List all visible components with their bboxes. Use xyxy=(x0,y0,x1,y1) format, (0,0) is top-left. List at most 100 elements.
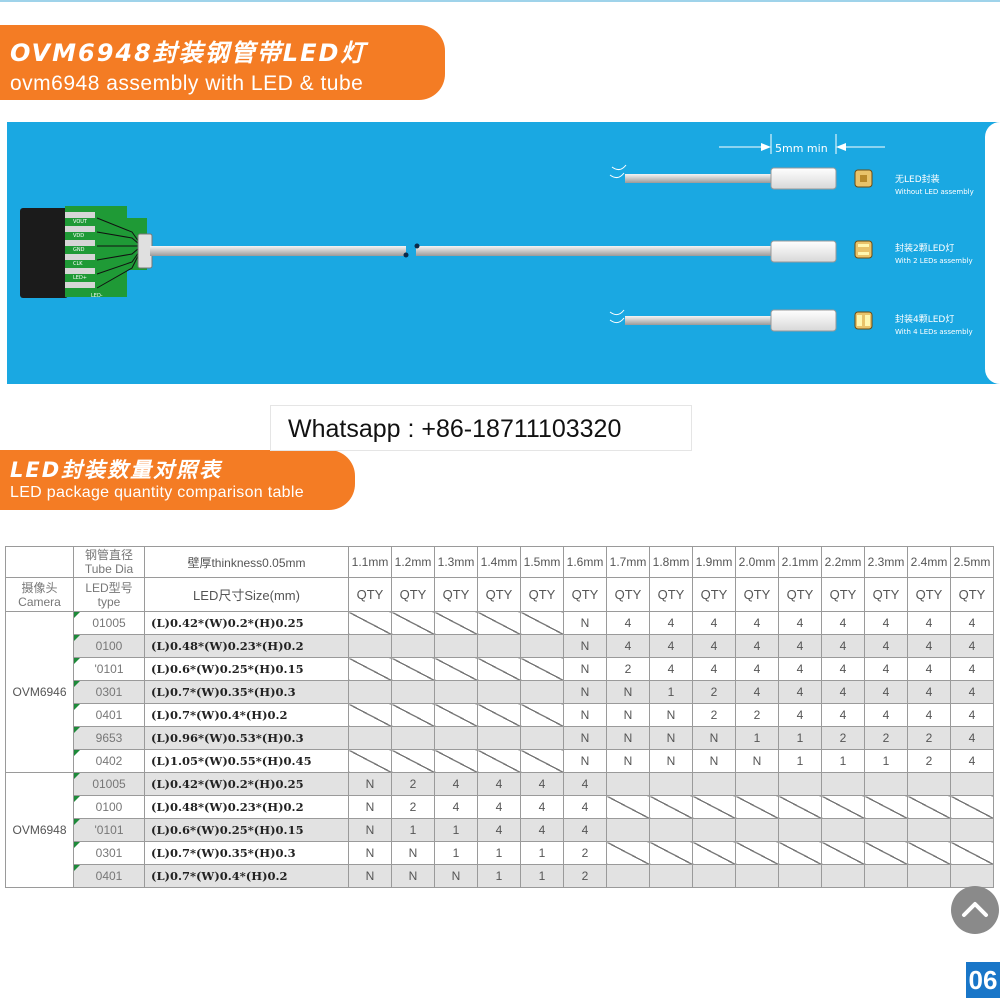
led-size-cell: (L)0.7*(W)0.35*(H)0.3 xyxy=(144,841,349,865)
camera-cell: OVM6946 xyxy=(5,611,74,773)
chevron-up-icon xyxy=(962,902,988,917)
led-type-cell: 9653 xyxy=(73,726,145,750)
qty-cell: 4 xyxy=(821,703,865,727)
qty-cell: 4 xyxy=(477,772,521,796)
variant-label-en: With 4 LEDs assembly xyxy=(895,328,973,336)
qty-cell: 4 xyxy=(950,680,994,704)
dia-header: 1.2mm xyxy=(391,546,435,578)
not-applicable-cell xyxy=(606,864,650,888)
not-applicable-cell xyxy=(606,795,650,819)
whatsapp-contact: Whatsapp : +86-18711103320 xyxy=(288,415,622,443)
not-applicable-cell xyxy=(434,726,478,750)
not-applicable-cell xyxy=(778,864,822,888)
led-type-cell: 0401 xyxy=(73,864,145,888)
led-size-cell: (L)0.7*(W)0.35*(H)0.3 xyxy=(144,680,349,704)
tube-left-segment xyxy=(150,246,406,256)
led-size-header: LED尺寸Size(mm) xyxy=(144,577,349,612)
led-type-text: 01005 xyxy=(92,777,126,791)
not-applicable-cell xyxy=(864,772,908,796)
led-type-text: 0401 xyxy=(95,708,123,722)
qty-header: QTY xyxy=(778,577,822,612)
page-number: 06 xyxy=(966,962,1000,998)
camera-cn: 摄像头 xyxy=(21,580,58,595)
corner-cell xyxy=(5,546,74,578)
qty-cell: 4 xyxy=(563,772,607,796)
pin-label-vout: VOUT xyxy=(73,219,88,225)
not-applicable-cell xyxy=(778,841,822,865)
led-size-cell: (L)0.6*(W)0.25*(H)0.15 xyxy=(144,818,349,842)
qty-cell: 1 xyxy=(520,841,564,865)
not-applicable-cell xyxy=(692,795,736,819)
cell-marker xyxy=(74,796,80,802)
dia-header: 1.5mm xyxy=(520,546,564,578)
scroll-to-top-button[interactable] xyxy=(951,886,999,934)
not-applicable-cell xyxy=(735,818,779,842)
qty-cell: 2 xyxy=(864,726,908,750)
not-applicable-cell xyxy=(950,772,994,796)
tube-cap-2led xyxy=(770,240,837,263)
qty-header: QTY xyxy=(563,577,607,612)
not-applicable-cell xyxy=(821,841,865,865)
qty-header: QTY xyxy=(821,577,865,612)
camera-cell: OVM6948 xyxy=(5,772,74,888)
not-applicable-cell xyxy=(477,634,521,658)
led-type-text: 0100 xyxy=(95,639,123,653)
qty-cell: 4 xyxy=(950,726,994,750)
qty-cell: 4 xyxy=(864,680,908,704)
not-applicable-cell xyxy=(649,864,693,888)
qty-cell: 4 xyxy=(520,818,564,842)
connector-block xyxy=(20,208,68,298)
qty-cell: 4 xyxy=(563,795,607,819)
not-applicable-cell xyxy=(821,772,865,796)
not-applicable-cell xyxy=(348,634,392,658)
cell-marker xyxy=(74,612,80,618)
qty-cell: 4 xyxy=(821,634,865,658)
qty-header: QTY xyxy=(907,577,951,612)
qty-cell: 2 xyxy=(606,657,650,681)
not-applicable-cell xyxy=(391,611,435,635)
qty-cell: 1 xyxy=(477,864,521,888)
qty-cell: N xyxy=(563,657,607,681)
qty-cell: 4 xyxy=(778,634,822,658)
not-applicable-cell xyxy=(520,680,564,704)
qty-cell: 4 xyxy=(907,611,951,635)
not-applicable-cell xyxy=(391,749,435,773)
dia-header: 1.1mm xyxy=(348,546,392,578)
not-applicable-cell xyxy=(520,749,564,773)
qty-cell: 4 xyxy=(434,772,478,796)
qty-cell: 4 xyxy=(735,657,779,681)
led-type-cell: 0100 xyxy=(73,634,145,658)
qty-cell: N xyxy=(649,749,693,773)
qty-header: QTY xyxy=(520,577,564,612)
not-applicable-cell xyxy=(520,703,564,727)
not-applicable-cell xyxy=(907,864,951,888)
led-type-text: 9653 xyxy=(95,731,123,745)
led-size-cell: (L)0.48*(W)0.23*(H)0.2 xyxy=(144,795,349,819)
qty-cell: 4 xyxy=(864,657,908,681)
cell-marker xyxy=(74,773,80,779)
qty-cell: 4 xyxy=(606,634,650,658)
dia-header: 2.1mm xyxy=(778,546,822,578)
qty-cell: N xyxy=(348,864,392,888)
not-applicable-cell xyxy=(907,795,951,819)
cell-marker xyxy=(74,658,80,664)
qty-cell: N xyxy=(606,703,650,727)
not-applicable-cell xyxy=(735,841,779,865)
cell-marker xyxy=(74,635,80,641)
not-applicable-cell xyxy=(477,657,521,681)
not-applicable-cell xyxy=(434,634,478,658)
qty-cell: N xyxy=(735,749,779,773)
qty-cell: N xyxy=(649,726,693,750)
not-applicable-cell xyxy=(649,772,693,796)
qty-cell: 4 xyxy=(735,634,779,658)
assembly-diagram-svg: VOUT VDD GND CLK LED+ LED- xyxy=(20,134,974,336)
tube-dia-en: Tube Dia xyxy=(84,562,134,576)
qty-cell: N xyxy=(434,864,478,888)
qty-cell: 4 xyxy=(520,772,564,796)
qty-cell: 2 xyxy=(821,726,865,750)
led-size-cell: (L)0.96*(W)0.53*(H)0.3 xyxy=(144,726,349,750)
led-face-noled-icon xyxy=(854,169,873,188)
not-applicable-cell xyxy=(778,818,822,842)
break-mark xyxy=(609,309,625,324)
cell-marker xyxy=(74,865,80,871)
